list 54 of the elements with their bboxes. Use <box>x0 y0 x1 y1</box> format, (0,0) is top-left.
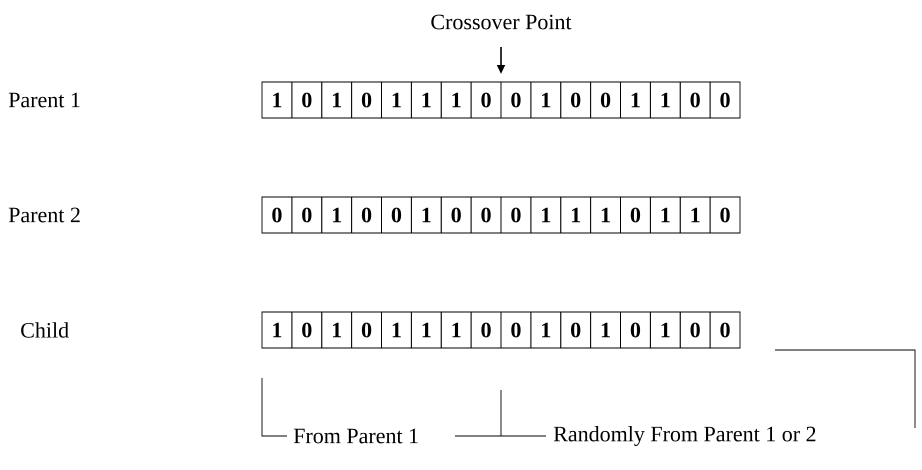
bit-cell: 1 <box>410 82 442 118</box>
bit-cell: 1 <box>560 196 592 234</box>
bit-cell: 0 <box>500 196 532 234</box>
bit-cell: 0 <box>710 82 740 118</box>
bit-cell: 1 <box>650 196 681 234</box>
text-label: Randomly From Parent 1 or 2 <box>554 426 816 446</box>
bit-cell: 1 <box>530 82 562 118</box>
bit-cell: 0 <box>680 312 711 348</box>
bit-cell: 0 <box>351 82 382 118</box>
bit-cell: 1 <box>381 82 412 118</box>
bit-cell: 0 <box>500 82 532 118</box>
bit-cell: 0 <box>351 196 382 234</box>
bit-cell: 0 <box>710 196 740 234</box>
bit-cell: 0 <box>680 82 711 118</box>
bit-cell: 1 <box>262 312 292 348</box>
bit-cell: 1 <box>321 312 352 348</box>
bit-cell: 1 <box>440 312 472 348</box>
bit-cell: 1 <box>680 196 711 234</box>
bit-cell: 0 <box>560 82 592 118</box>
bit-cell: 1 <box>321 196 352 234</box>
bit-cell: 0 <box>710 312 740 348</box>
bit-cell: 1 <box>262 82 292 118</box>
bit-cell: 0 <box>470 82 502 118</box>
bit-cell: 1 <box>590 312 621 348</box>
bit-cell: 0 <box>560 312 592 348</box>
bit-cell: 0 <box>291 82 322 118</box>
text-label: Crossover Point <box>431 14 572 30</box>
text-label: Child <box>21 322 69 338</box>
bit-cell: 0 <box>590 82 621 118</box>
text-label: Parent 2 <box>8 208 80 222</box>
bit-cell: 1 <box>381 312 412 348</box>
bit-cell: 1 <box>530 196 562 234</box>
bit-cell: 0 <box>351 312 382 348</box>
bit-cell: 1 <box>410 196 442 234</box>
bit-cell: 0 <box>381 196 412 234</box>
bit-cell: 0 <box>291 196 322 234</box>
bit-cell: 1 <box>620 82 651 118</box>
bit-cell: 0 <box>291 312 322 348</box>
bit-cell: 1 <box>530 312 562 348</box>
bit-cell: 0 <box>262 196 292 234</box>
bit-cell: 0 <box>470 196 502 234</box>
bit-cell: 0 <box>620 196 651 234</box>
bit-cell: 1 <box>440 82 472 118</box>
bit-cell: 0 <box>440 196 472 234</box>
bit-cell: 1 <box>590 196 621 234</box>
bit-cell: 0 <box>500 312 532 348</box>
bit-cell: 1 <box>650 312 681 348</box>
bit-cell: 0 <box>470 312 502 348</box>
bit-cell: 0 <box>620 312 651 348</box>
text-label: Parent 1 <box>8 92 80 108</box>
bit-cell: 1 <box>650 82 681 118</box>
bit-cell: 1 <box>321 82 352 118</box>
text-label: From Parent 1 <box>294 428 418 444</box>
bit-cell: 1 <box>410 312 442 348</box>
